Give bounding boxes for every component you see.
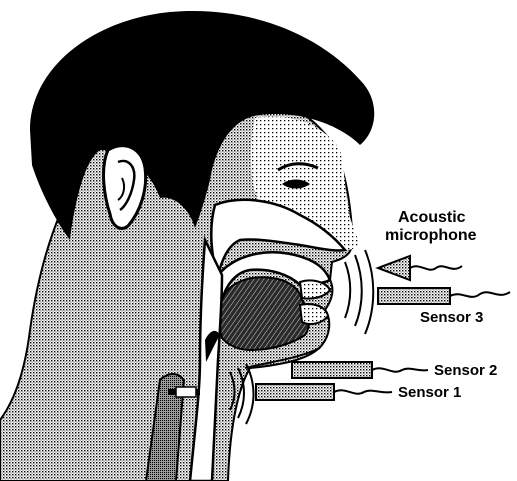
sensor-1-label: Sensor 1 [398, 384, 461, 401]
rectangular-sensor-icon [256, 384, 334, 400]
sensor-2 [292, 362, 428, 378]
rectangular-sensor-icon [378, 288, 450, 304]
arc-wave-icon [355, 255, 362, 326]
glottis [176, 387, 196, 397]
acoustic-microphone-label-line2: microphone [385, 227, 477, 244]
cone-microphone-icon [378, 256, 410, 280]
acoustic-microphone-label-line1: Acoustic [398, 209, 466, 226]
arc-wave-icon [345, 262, 350, 318]
sensor-3-cable [450, 292, 510, 297]
tongue [219, 277, 309, 350]
sensor-3-label: Sensor 3 [420, 309, 483, 326]
microphone-cable [410, 266, 462, 270]
sensor-2-cable [372, 368, 428, 371]
sensor-2-label: Sensor 2 [434, 362, 497, 379]
acoustic-microphone [378, 256, 462, 280]
sensor-1 [256, 384, 392, 400]
rectangular-sensor-icon [292, 362, 372, 378]
sound-waves-mouth [345, 250, 373, 334]
arc-wave-icon [365, 250, 373, 334]
sensor-1-cable [334, 390, 392, 393]
sensor-3 [378, 288, 510, 304]
